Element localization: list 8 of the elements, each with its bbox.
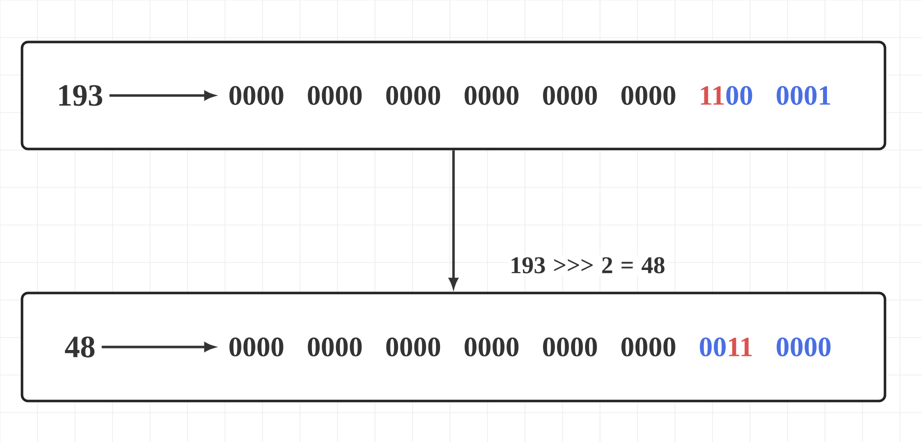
- binary-box: [20, 292, 886, 402]
- binary-number: 0000 0000 0000 0000 0000 0000 1100 0001: [229, 86, 830, 105]
- binary-box: [20, 40, 886, 150]
- binary-number: 0000 0000 0000 0000 0000 0000 0011 0000: [229, 338, 831, 356]
- decimal-number: 193: [59, 85, 102, 106]
- edge-label: 193 >>> 2 = 48: [508, 255, 668, 276]
- decimal-number: 48: [64, 336, 94, 358]
- arrow: [448, 150, 458, 288]
